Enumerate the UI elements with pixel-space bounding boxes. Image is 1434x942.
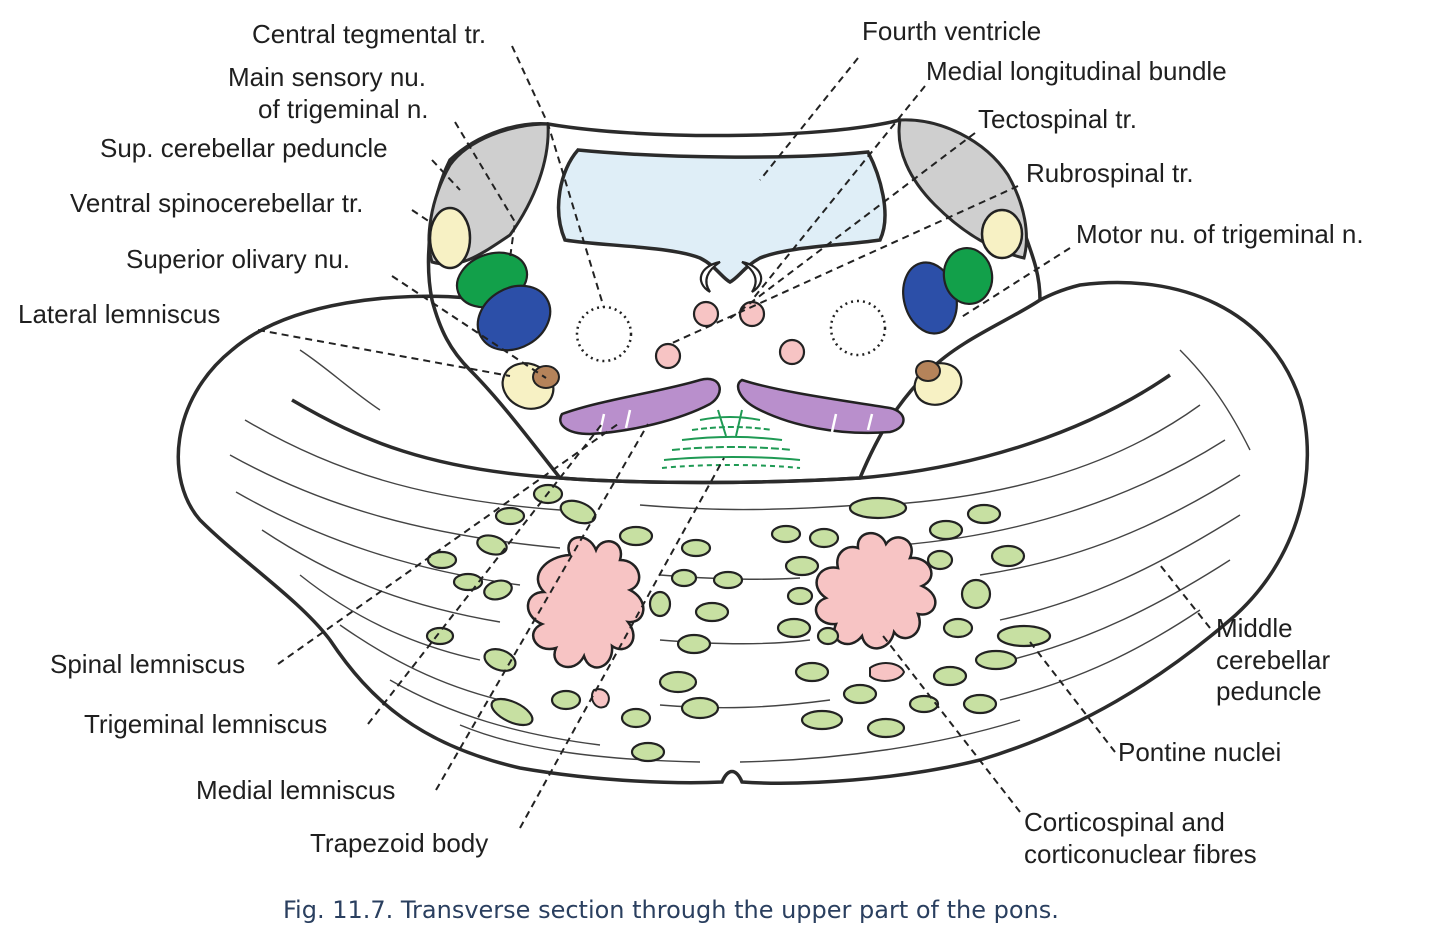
central-tegmental-right: [829, 299, 887, 357]
figure-caption: Fig. 11.7. Transverse section through th…: [283, 896, 1059, 924]
pontine-nuclei: [425, 483, 1052, 763]
label-trapezoid-body: Trapezoid body: [310, 828, 488, 858]
label-pontine-nuclei: Pontine nuclei: [1118, 737, 1281, 767]
label-rubrospinal: Rubrospinal tr.: [1026, 158, 1194, 188]
rubrospinal-right: [778, 338, 806, 366]
tectospinal-left: [654, 342, 682, 370]
label-main-sensory-2: of trigeminal n.: [258, 94, 429, 124]
main-sensory-nucleus-right: [942, 247, 994, 305]
leader-lines: [257, 45, 1211, 829]
corticospinal-right-small: [869, 662, 906, 682]
label-superior-olivary: Superior olivary nu.: [126, 244, 350, 274]
ventricle-floor-right: [741, 260, 763, 293]
label-central-tegmental: Central tegmental tr.: [252, 19, 486, 49]
medial-lemniscus-right-mark-1: [830, 413, 838, 433]
central-tegmental-left: [575, 305, 633, 363]
label-trigeminal-lemniscus: Trigeminal lemniscus: [84, 709, 327, 739]
label-spinal-lemniscus: Spinal lemniscus: [50, 649, 245, 679]
corticospinal-right: [814, 532, 937, 650]
label-middle-cerebellar-3: peduncle: [1216, 676, 1322, 706]
label-lateral-lemniscus: Lateral lemniscus: [18, 299, 220, 329]
fourth-ventricle: [556, 148, 887, 284]
medial-lemniscus-right-mark-2: [866, 413, 874, 431]
labels: Central tegmental tr. Main sensory nu. o…: [18, 16, 1364, 869]
label-corticospinal-1: Corticospinal and: [1024, 807, 1225, 837]
ventricle-floor-left: [699, 260, 721, 293]
medial-lemniscus-left-mark-2: [624, 409, 632, 429]
label-sup-cerebellar: Sup. cerebellar peduncle: [100, 133, 388, 163]
ventral-spinocerebellar-right: [980, 208, 1024, 260]
medial-longitudinal-bundle-right: [738, 300, 766, 328]
label-middle-cerebellar-1: Middle: [1216, 613, 1293, 643]
medial-lemniscus-left-mark-1: [598, 413, 606, 433]
label-medial-lemniscus: Medial lemniscus: [196, 775, 395, 805]
medial-lemniscus-right: [736, 378, 905, 435]
medial-lemniscus-left: [559, 377, 721, 436]
label-ventral-spinocerebellar: Ventral spinocerebellar tr.: [70, 188, 363, 218]
label-middle-cerebellar-2: cerebellar: [1216, 645, 1331, 675]
superior-olivary-right: [915, 360, 941, 382]
label-main-sensory-1: Main sensory nu.: [228, 62, 426, 92]
motor-nucleus-left: [476, 284, 552, 352]
label-medial-longitudinal: Medial longitudinal bundle: [926, 56, 1227, 86]
label-fourth-ventricle: Fourth ventricle: [862, 16, 1041, 46]
label-corticospinal-2: corticonuclear fibres: [1024, 839, 1257, 869]
ventral-spinocerebellar-left: [428, 206, 472, 270]
label-tectospinal: Tectospinal tr.: [978, 104, 1137, 134]
trapezoid-body: [661, 409, 801, 469]
corticospinal-left: [526, 536, 645, 669]
label-motor-nucleus: Motor nu. of trigeminal n.: [1076, 219, 1364, 249]
corticospinal-left-small: [590, 688, 610, 709]
medial-longitudinal-bundle-left: [692, 300, 720, 328]
